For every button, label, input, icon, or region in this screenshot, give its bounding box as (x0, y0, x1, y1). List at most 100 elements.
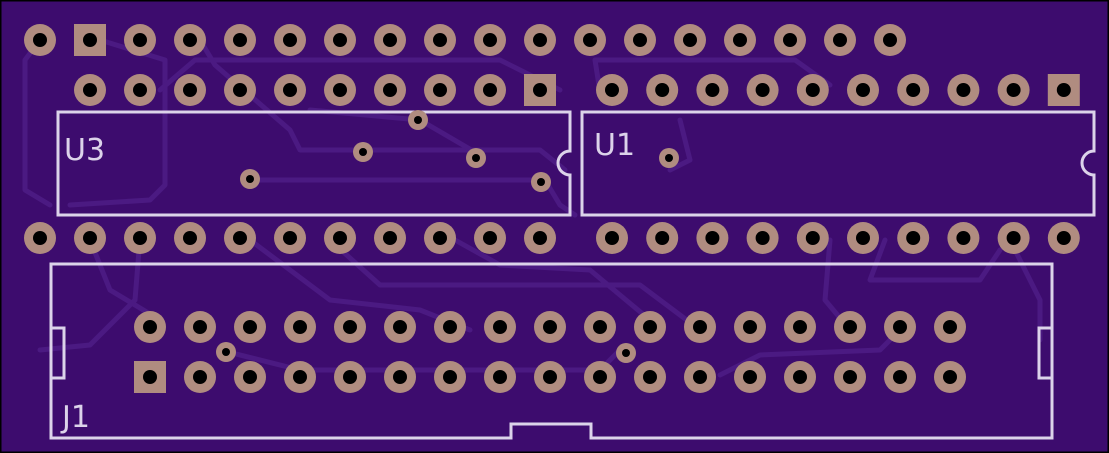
j1-row-a-pad (334, 311, 366, 343)
j1-row-a-pad (734, 311, 766, 343)
u1-top-pad (796, 74, 829, 106)
top-header-pad (774, 24, 806, 56)
u1-top-pad (847, 74, 879, 106)
j1-row-a-pad (784, 311, 816, 343)
via (616, 343, 636, 363)
u3-top-pin1-square-pad (524, 74, 556, 106)
top-header-pad (124, 24, 156, 56)
j1-row-b-pad (434, 361, 466, 393)
j1-row-a-pad (284, 311, 316, 343)
j1-row-b-pad (834, 361, 866, 393)
j1-row-a-pad (534, 311, 566, 343)
u3-top-pad (124, 74, 156, 106)
top-header-pad (874, 24, 906, 56)
j1-row-a-pad (134, 311, 166, 343)
pad-layer (24, 24, 1080, 393)
j1-row-b-pad (584, 361, 616, 393)
u3-top-pad (324, 74, 356, 106)
j1-row-b-pad (684, 361, 716, 393)
top-header-pad (24, 24, 56, 56)
u1-top-pad (596, 74, 628, 106)
u1-bottom-pad (947, 222, 980, 254)
j1-row-b-pad (484, 361, 516, 393)
u1-top-pad (746, 74, 779, 106)
via (353, 142, 373, 162)
via (240, 169, 260, 189)
u3-top-pad (174, 74, 206, 106)
top-header-pad (524, 24, 556, 56)
j1-row-b-pad (234, 361, 266, 393)
u1-bottom-pad (897, 222, 930, 254)
u3-bottom-pad (324, 222, 356, 254)
top-header-pad (174, 24, 206, 56)
u1-bottom-pad (997, 222, 1030, 254)
u1-top-pad (646, 74, 679, 106)
j1-row-a-pad (934, 311, 966, 343)
via (466, 148, 486, 168)
top-header-pad (624, 24, 656, 56)
j1-row-a-pad (184, 311, 216, 343)
u1-top-pad (696, 74, 729, 106)
u3-outline (56, 110, 572, 217)
j1-row-b-pad (634, 361, 666, 393)
j1-row-b-pad (334, 361, 366, 393)
u3-top-pad (474, 74, 506, 106)
j1-row-a-pad (384, 311, 416, 343)
u1-outline (580, 110, 1096, 217)
j1-row-a-pad (684, 311, 716, 343)
via (659, 148, 679, 168)
j1-row-b-pad (384, 361, 416, 393)
silkscreen-outlines (49, 110, 1096, 440)
u1-bottom-pad (746, 222, 779, 254)
j1-row-b-pad (184, 361, 216, 393)
u1-bottom-pad (847, 222, 879, 254)
u3-bottom-pad (224, 222, 256, 254)
j1-row-a-pad (484, 311, 516, 343)
u3-bottom-pad (424, 222, 456, 254)
u3-bottom-pad (124, 222, 156, 254)
u1-bottom-pad (796, 222, 829, 254)
u3-top-pad (424, 74, 456, 106)
u3-bottom-pad (24, 222, 56, 254)
top-header-pad (474, 24, 506, 56)
j1-row-a-pad (434, 311, 466, 343)
top-header-pad (824, 24, 856, 56)
via-layer (216, 110, 679, 363)
j1-outline (49, 262, 1054, 440)
u1-bottom-pad (1047, 222, 1080, 254)
u1-designator: U1 (594, 128, 635, 163)
top-header-pad (324, 24, 356, 56)
u1-bottom-pad (596, 222, 628, 254)
top-header-pad (424, 24, 456, 56)
u3-bottom-pad (74, 222, 106, 254)
top-header-pad (674, 24, 706, 56)
j1-row-b-pad (534, 361, 566, 393)
j1-row-a-pad (634, 311, 666, 343)
u1-top-pad (997, 74, 1030, 106)
u3-top-pad (224, 74, 256, 106)
via (408, 110, 428, 130)
j1-row-a-pad (584, 311, 616, 343)
u1-top-pad (897, 74, 930, 106)
u1-bottom-pad (646, 222, 679, 254)
j1-left-latch (49, 326, 66, 380)
u3-top-pad (274, 74, 306, 106)
top-header-pad (374, 24, 406, 56)
u3-bottom-pad (474, 222, 506, 254)
u3-bottom-pad (274, 222, 306, 254)
via (216, 342, 236, 362)
u3-designator: U3 (64, 133, 105, 168)
j1-row-b-pad (884, 361, 916, 393)
via (531, 172, 551, 192)
u3-top-pad (74, 74, 106, 106)
j1-row-a-pad (834, 311, 866, 343)
u1-bottom-pad (696, 222, 729, 254)
u1-top-pin1-square-pad (1047, 74, 1080, 106)
j1-row-b-pad (734, 361, 766, 393)
j1-row-a-pad (234, 311, 266, 343)
j1-row-b-pad (784, 361, 816, 393)
j1-row-b-pad (284, 361, 316, 393)
top-header-pin1-square-pad (74, 24, 106, 56)
u3-bottom-pad (374, 222, 406, 254)
